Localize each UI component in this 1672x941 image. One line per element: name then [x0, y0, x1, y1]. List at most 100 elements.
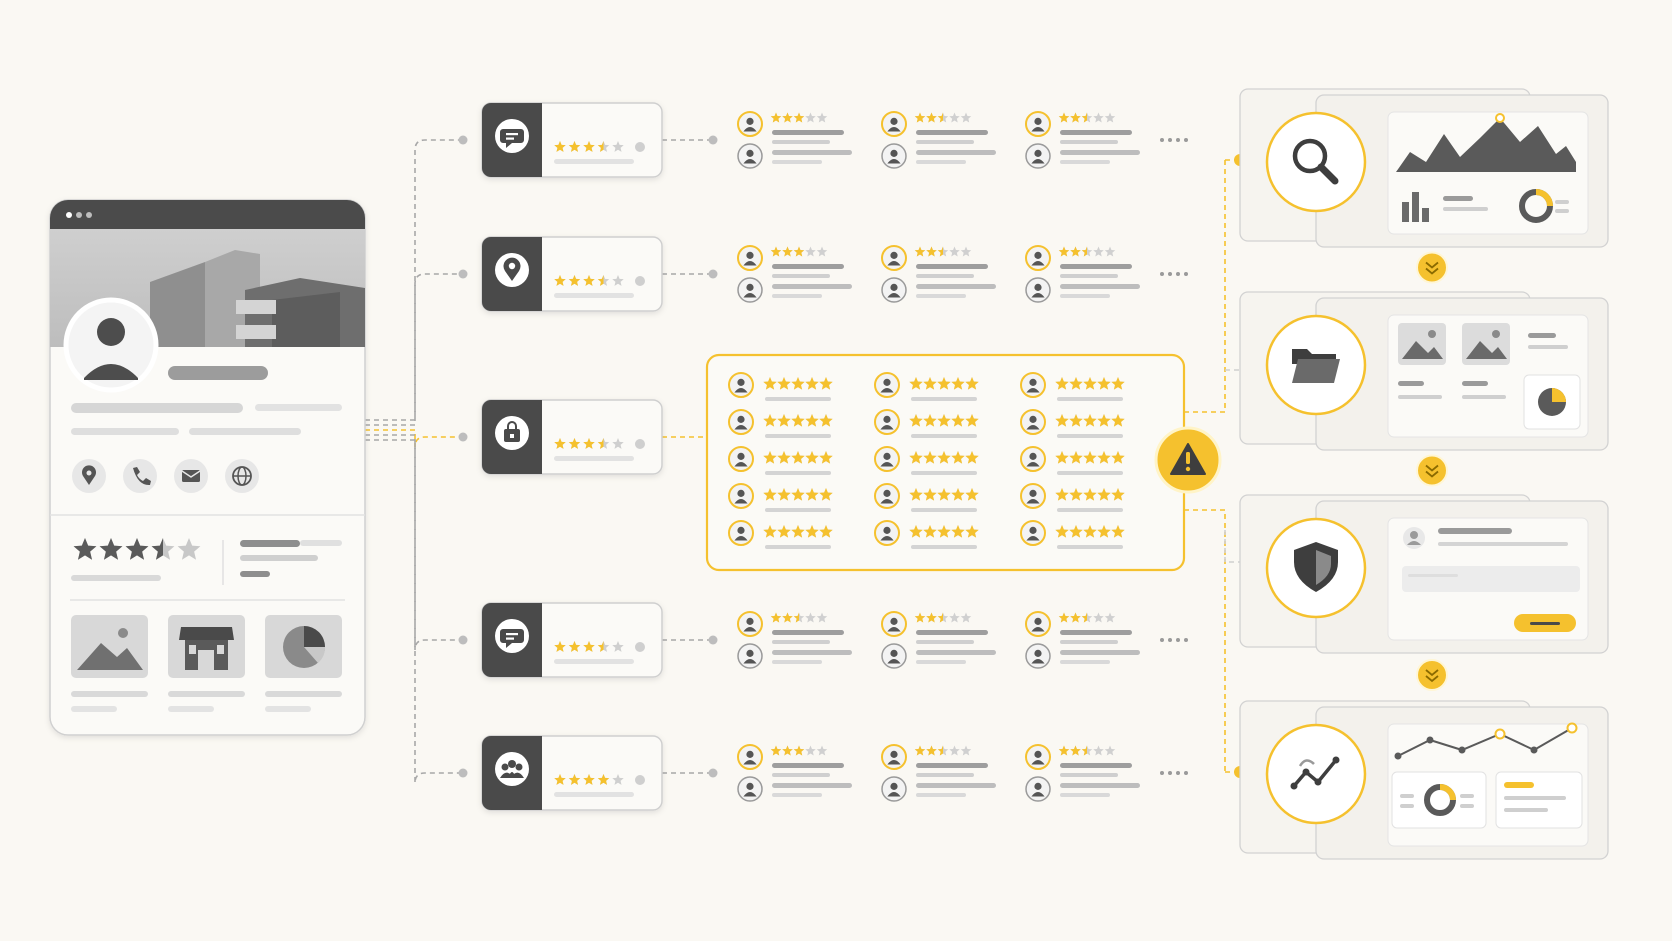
review-entry	[1025, 245, 1140, 303]
chat-bubble-icon	[495, 119, 529, 153]
star-icon	[949, 112, 960, 123]
gallery-tile	[265, 615, 342, 712]
mail-icon	[174, 459, 208, 493]
reviewer-avatar	[1025, 643, 1051, 669]
star-icon	[1093, 612, 1104, 623]
reviewer-avatar	[737, 611, 763, 637]
flagged-review	[728, 409, 833, 438]
star-rating	[763, 525, 833, 538]
landscape-image-icon	[77, 628, 143, 670]
shield-icon	[1265, 517, 1367, 619]
business-name-placeholder	[168, 366, 268, 380]
connector	[365, 273, 463, 426]
star-rating	[554, 275, 624, 286]
source-channel-card	[481, 102, 663, 178]
source-channel-card	[481, 399, 663, 475]
reviewer-avatar	[1025, 143, 1051, 169]
reviewer-avatar	[737, 643, 763, 669]
star-icon	[960, 112, 972, 123]
trend-dashboard	[1391, 722, 1583, 829]
star-rating	[909, 525, 979, 538]
comment-field	[1402, 566, 1580, 592]
star-icon	[805, 745, 816, 756]
star-icon	[816, 745, 828, 756]
trend-line-icon	[1265, 723, 1367, 825]
star-rating	[914, 612, 972, 623]
star-rating	[763, 414, 833, 427]
star-rating	[770, 612, 828, 623]
star-rating	[763, 488, 833, 501]
star-rating	[1058, 745, 1116, 756]
reviewer-avatar	[1020, 372, 1046, 398]
location-pin-icon	[72, 459, 106, 493]
reviewer-avatar	[1025, 744, 1051, 770]
star-rating	[554, 141, 624, 152]
reviewer-avatar	[1025, 611, 1051, 637]
flagged-review	[874, 372, 979, 401]
chevron-double-down-icon	[1416, 454, 1448, 487]
flagged-review	[728, 520, 833, 549]
connector	[1184, 509, 1226, 772]
reviewer-avatar	[737, 776, 763, 802]
connector-dot	[458, 432, 468, 442]
more-ellipsis	[1160, 272, 1188, 276]
reviewer-avatar	[1025, 776, 1051, 802]
flagged-review	[874, 483, 979, 512]
connector	[365, 139, 463, 421]
reviewer-avatar	[874, 483, 900, 509]
pipeline-step	[1239, 291, 1609, 451]
business-profile-card	[49, 199, 366, 736]
more-ellipsis	[1160, 138, 1188, 142]
review-streams	[737, 111, 1188, 802]
flagged-review	[1020, 520, 1125, 549]
star-icon	[816, 246, 828, 257]
star-rating	[554, 438, 624, 449]
star-rating	[554, 774, 624, 785]
star-rating	[1055, 451, 1125, 464]
review-entry	[1025, 111, 1140, 169]
star-rating	[73, 538, 201, 560]
connector-dot	[458, 635, 468, 645]
star-icon	[612, 774, 624, 785]
star-icon	[949, 612, 960, 623]
star-icon	[1093, 745, 1104, 756]
star-rating	[909, 377, 979, 390]
reviewer-avatar	[737, 111, 763, 137]
star-rating	[1058, 112, 1116, 123]
flagged-review	[728, 483, 833, 512]
reviewer-avatar	[881, 143, 907, 169]
reviewer-avatar	[737, 245, 763, 271]
reviewer-avatar	[1020, 520, 1046, 546]
connector-dot	[458, 269, 468, 279]
star-rating	[914, 246, 972, 257]
star-icon	[1104, 612, 1116, 623]
star-icon	[805, 612, 816, 623]
review-entry	[1025, 744, 1140, 802]
connector-dot	[458, 135, 468, 145]
review-entry	[737, 111, 852, 169]
star-icon	[612, 641, 624, 652]
star-rating	[914, 112, 972, 123]
review-entry	[881, 611, 996, 669]
connector	[365, 429, 463, 448]
star-icon	[805, 112, 816, 123]
reviewer-avatar	[1020, 483, 1046, 509]
window-titlebar	[50, 200, 365, 230]
overall-rating-stars	[73, 538, 201, 560]
reviewer-avatar	[1020, 446, 1046, 472]
connector	[365, 439, 463, 784]
connector-dot	[708, 635, 718, 645]
star-rating	[763, 377, 833, 390]
star-icon	[612, 141, 624, 152]
star-icon	[1093, 246, 1104, 257]
evidence-gallery	[1398, 323, 1581, 430]
flagged-review-cluster	[705, 353, 1222, 572]
connector-dot	[708, 269, 718, 279]
review-entry	[881, 245, 996, 303]
star-icon	[960, 246, 972, 257]
info-dot	[635, 276, 645, 286]
chevron-double-down-icon	[1416, 251, 1448, 284]
reviewer-avatar	[881, 111, 907, 137]
report-form	[1402, 527, 1580, 632]
reviewer-avatar	[881, 643, 907, 669]
